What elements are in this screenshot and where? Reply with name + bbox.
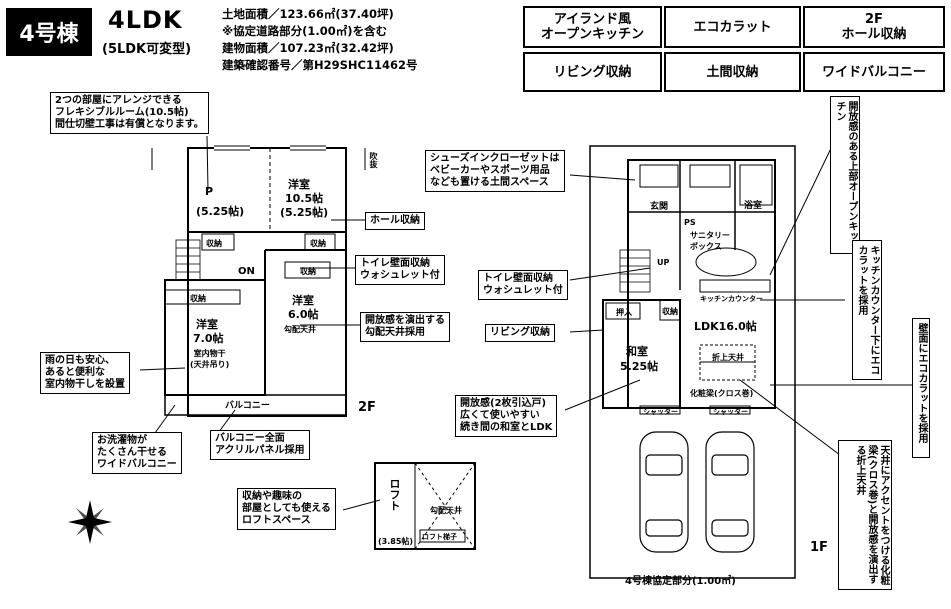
beam-label: 化粧梁(クロス巻) <box>690 389 754 398</box>
room-b-label: 洋室 <box>288 178 310 191</box>
ceiling-label-1f: 折上天井 <box>712 353 744 362</box>
room-d-note: 室内物干 (天井吊り) <box>190 349 230 369</box>
callout-flex-room: 2つの部屋にアレンジできる フレキシブルルーム(10.5帖) 間仕切壁工事は有償… <box>50 92 209 134</box>
loft-note: 勾配天井 <box>430 506 462 515</box>
storage-label-1f: 収納 <box>662 307 678 316</box>
room-d-label: 洋室 <box>196 318 218 331</box>
callout-ceiling-beam: 天井にアクセントをつける化粧梁(クロス巻)と開放感を演出する折上天井 <box>838 440 892 590</box>
callout-open-kitchen: 開放感のある上部オープンキッチン <box>830 96 860 254</box>
spec-land-area: 土地面積／123.66㎡(37.40坪) <box>222 7 394 21</box>
room-a-size: (5.25帖) <box>196 205 245 218</box>
callout-ceiling: 開放感を演出する 勾配天井採用 <box>360 312 450 342</box>
loft-size: (3.85帖) <box>378 537 414 546</box>
layout-title: 4LDK <box>108 6 183 34</box>
room-c-label: 洋室 <box>292 294 314 307</box>
feature-doma-storage: 土間収納 <box>664 52 801 92</box>
room-c-note: 勾配天井 <box>284 325 316 334</box>
callout-loft: 収納や趣味の 部屋としても使える ロフトスペース <box>237 488 336 530</box>
ps-label: PS <box>684 218 696 227</box>
loft-ladder: ロフト梯子 <box>422 533 457 541</box>
floor-1f-label: 1F <box>810 540 828 555</box>
storage-label-1: 収納 <box>206 239 222 248</box>
callout-hall-storage: ホール収納 <box>365 212 425 230</box>
room-a-label: P <box>205 185 214 198</box>
shutter-label-1: シャッター <box>643 408 678 416</box>
up-label: UP <box>657 258 670 267</box>
feature-wide-balcony: ワイドバルコニー <box>803 52 945 92</box>
callout-shoes-closet: シューズインクローゼットは ベビーカーやスポーツ用品 なども置ける土間スペース <box>425 150 565 192</box>
floor-2f-label: 2F <box>358 400 376 415</box>
ldk-label: LDK16.0帖 <box>694 320 757 333</box>
washitsu-label: 和室 <box>626 345 648 358</box>
callout-washitsu: 開放感(2枚引込戸) 広くて使いやすい 続き間の和室とLDK <box>455 395 558 437</box>
balcony-label: バルコニー <box>225 401 270 411</box>
room-b-sub: (5.25帖) <box>280 206 329 219</box>
callout-counter-ecocarat: キッチンカウンター下にエコカラットを採用 <box>852 240 882 380</box>
shutter-label-2: シャッター <box>713 408 748 416</box>
compass-icon <box>68 500 112 544</box>
callout-toilet-2f: トイレ壁面収納 ウォシュレット付 <box>355 255 445 285</box>
storage-label-3: 収納 <box>190 294 206 303</box>
callout-wall-ecocarat: 壁面にエコカラットを採用 <box>912 318 930 458</box>
loft-label: ロフト <box>388 478 401 511</box>
spec-list: 土地面積／123.66㎡(37.40坪) ※協定道路部分(1.00㎡)を含む 建… <box>222 6 417 74</box>
layout-note: (5LDK可変型) <box>102 42 192 57</box>
room-b-size: 10.5帖 <box>285 192 324 205</box>
washroom-label: サニタリー ボックス <box>690 231 730 251</box>
entrance-label: 玄関 <box>650 202 669 212</box>
oshiire-label: 押入 <box>616 308 632 317</box>
feature-hall-storage: 2F ホール収納 <box>803 6 945 48</box>
callout-indoor-drying: 雨の日も安心、 あると便利な 室内物干しを設置 <box>40 352 130 394</box>
storage-label-2: 収納 <box>310 239 326 248</box>
room-c-size: 6.0帖 <box>288 308 319 321</box>
room-d-size: 7.0帖 <box>193 332 224 345</box>
callout-acrylic-panel: バルコニー全面 アクリルパネル採用 <box>210 430 310 460</box>
spec-building-area: 建物面積／107.23㎡(32.42坪) <box>222 41 394 55</box>
spec-permit-number: 建築確認番号／第H29SHC11462号 <box>222 58 418 72</box>
feature-island-kitchen: アイランド風 オープンキッチン <box>523 6 662 48</box>
bath-label: 浴室 <box>744 201 763 211</box>
agreement-label: 4号棟協定部分(1.00㎡) <box>625 576 736 587</box>
callout-living-storage: リビング収納 <box>485 324 555 342</box>
void-label: 吹抜 <box>369 152 378 168</box>
storage-label-4: 収納 <box>300 267 316 276</box>
unit-badge: 4号棟 <box>6 8 92 56</box>
feature-ecocarat: エコカラット <box>664 6 801 48</box>
washitsu-size: 5.25帖 <box>620 360 659 373</box>
toilet-label-2f: ON <box>238 266 255 277</box>
spec-road-note: ※協定道路部分(1.00㎡)を含む <box>222 24 388 38</box>
callout-wide-balcony: お洗濯物が たくさん干せる ワイドバルコニー <box>92 432 182 474</box>
feature-living-storage: リビング収納 <box>523 52 662 92</box>
callout-toilet-1f: トイレ壁面収納 ウォシュレット付 <box>478 270 568 300</box>
kitchen-counter-label: キッチンカウンター <box>700 295 763 303</box>
